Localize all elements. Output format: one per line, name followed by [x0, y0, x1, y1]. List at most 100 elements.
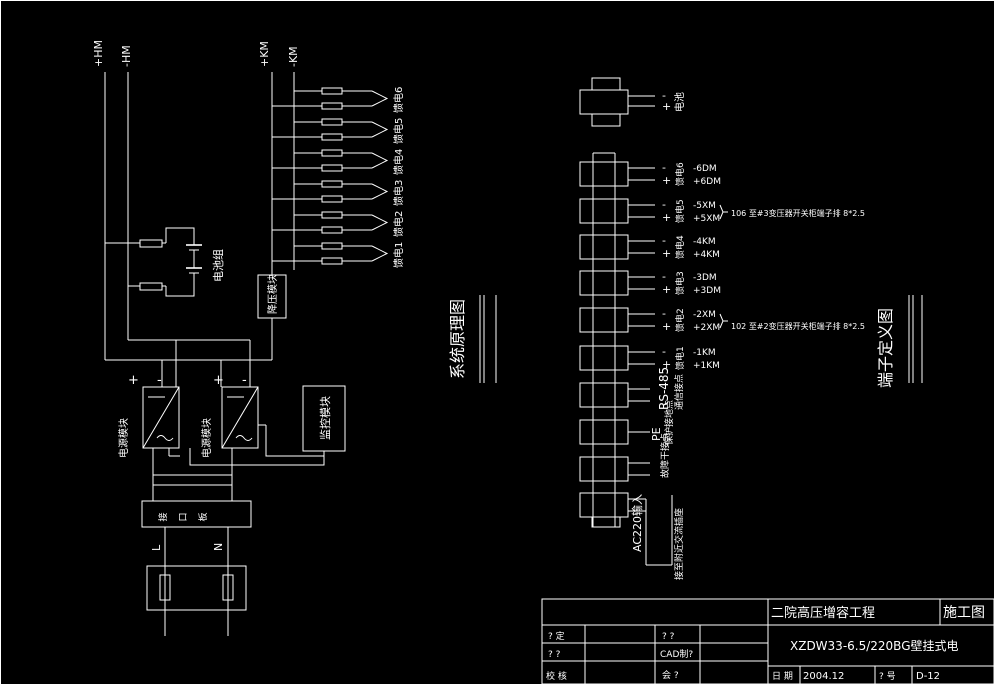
- terminal-group-3: - + 馈电4 -4KM +4KM: [579, 234, 720, 260]
- terminal-group-5-plus: +: [662, 320, 671, 333]
- svg-text:+: +: [128, 373, 139, 388]
- terminal-group-1-name: 馈电6: [674, 162, 686, 186]
- terminal-group-4-minus: -: [662, 270, 666, 283]
- interface-board-box: [141, 500, 252, 528]
- terminal-group-6-code-minus: -1KM: [693, 348, 716, 358]
- terminal-group-5-name: 馈电2: [674, 308, 686, 332]
- terminal-title-block: 端子定义图: [876, 295, 923, 388]
- ac-input-desc: 接至附近交流插座: [673, 508, 685, 580]
- terminal-group-5-minus: -: [662, 307, 666, 320]
- rs485-desc: 通信接点: [673, 374, 685, 410]
- terminal-group-4-name: 馈电3: [674, 271, 686, 295]
- title-block-date-value: 2004.12: [803, 671, 844, 682]
- terminal-group-4-code-minus: -3DM: [693, 273, 717, 283]
- feeder-label-5: 馈电5: [392, 118, 405, 144]
- battery-terminal-plus: +: [662, 100, 671, 113]
- pe-label: PE: [650, 427, 663, 441]
- power-module-1: [142, 386, 180, 449]
- bus-label-pos-hm: +HM: [92, 40, 105, 67]
- terminal-group-2-note: 106 至#3变压器开关柜端子排 8*2.5: [731, 208, 865, 218]
- terminal-group-4-plus: +: [662, 283, 671, 296]
- title-block-project: 二院高压增容工程: [771, 605, 875, 621]
- terminal-group-3-code-minus: -4KM: [693, 237, 716, 247]
- schematic-title-block: 系统原理图: [448, 295, 497, 383]
- title-block-date-label: 日 期: [772, 671, 793, 682]
- bus-label-pos-km: +KM: [258, 41, 271, 67]
- title-block-stage: 施工图: [943, 605, 985, 621]
- battery-terminal-name: 电池: [673, 92, 686, 112]
- ac-plug-box: [146, 565, 247, 611]
- terminal-group-5-code-plus: +2XM: [693, 323, 720, 333]
- title-block-model: XZDW33-6.5/220BG壁挂式电: [790, 638, 959, 653]
- monitor-module-label: 监控模块: [318, 396, 332, 440]
- battery-group: [105, 227, 202, 297]
- terminal-group-1-code-plus: +6DM: [693, 177, 721, 187]
- terminal-group-1-minus: -: [662, 161, 666, 174]
- feeder-branch-3: [272, 180, 389, 203]
- terminal-ac-input: AC220输入 接至附近交流插座: [579, 492, 685, 580]
- rs485-label: RS-485: [657, 367, 671, 410]
- terminal-group-2-code-plus: +5XM: [693, 214, 720, 224]
- bus-label-neg-hm: -HM: [120, 45, 133, 67]
- title-block-row-1-label: ? 定: [548, 630, 565, 642]
- feeder-branch-4: [272, 149, 389, 172]
- bus-label-neg-km: -KM: [287, 46, 300, 67]
- terminal-group-2-plus: +: [662, 211, 671, 224]
- interface-board-char-2: 口: [179, 512, 189, 521]
- terminal-group-1-plus: +: [662, 174, 671, 187]
- power-module-2-label: 电源模块: [200, 418, 213, 458]
- regulator-module-label: 降压模块: [266, 274, 279, 314]
- terminal-definition: - + 电池 - + 馈电6 -6DM +6DM - + 馈电5 -5XM +5…: [579, 77, 865, 580]
- feeder-branch-2: [272, 211, 389, 234]
- interface-board-char-3: 板: [197, 512, 209, 521]
- schematic-title: 系统原理图: [448, 299, 467, 379]
- terminal-group-3-name: 馈电4: [674, 235, 686, 259]
- ac-label-l: L: [150, 544, 163, 551]
- terminal-group-5-code-minus: -2XM: [693, 310, 716, 320]
- drawing-title-block: 二院高压增容工程 施工图 XZDW33-6.5/220BG壁挂式电 ? 定 ? …: [541, 598, 995, 685]
- terminal-fault: 故障干接点: [579, 433, 671, 482]
- terminal-group-2: - + 馈电5 -5XM +5XM 106 至#3变压器开关柜端子排 8*2.5: [579, 198, 865, 224]
- title-block-number-label: ? 号: [879, 671, 896, 682]
- terminal-group-4-code-plus: +3DM: [693, 286, 721, 296]
- battery-group-label: 电池组: [211, 249, 225, 282]
- svg-text:-: -: [157, 373, 162, 388]
- power-module-2: [221, 386, 259, 449]
- terminal-group-6-plus: +: [662, 358, 671, 371]
- terminal-group-4: - + 馈电3 -3DM +3DM: [579, 270, 721, 296]
- feeder-branch-5: [272, 118, 389, 141]
- terminal-group-3-code-plus: +4KM: [693, 250, 720, 260]
- terminal-group-6-code-plus: +1KM: [693, 361, 720, 371]
- fault-desc: 故障干接点: [659, 433, 671, 478]
- ac-input-label: AC220输入: [630, 494, 644, 552]
- terminal-group-1: - + 馈电6 -6DM +6DM: [579, 161, 721, 187]
- title-block-row-3-label-2: 会 ?: [662, 669, 679, 681]
- title-block-number-value: D-12: [916, 671, 940, 682]
- title-block-row-3-label: 校 核: [546, 670, 567, 682]
- terminal-group-6: - + 馈电1 -1KM +1KM: [579, 345, 720, 371]
- feeder-branches: [272, 87, 389, 265]
- title-block-row-2-label: ? ?: [548, 650, 561, 660]
- system-schematic: +HM -HM +KM -KM: [92, 40, 405, 636]
- terminal-group-6-name: 馈电1: [674, 346, 686, 370]
- power-module-1-label: 电源模块: [117, 418, 130, 458]
- feeder-label-4: 馈电4: [392, 149, 405, 175]
- feeder-label-3: 馈电3: [392, 180, 405, 206]
- terminal-rs485: RS-485 通信接点: [579, 367, 685, 410]
- battery-terminal-minus: -: [662, 89, 666, 102]
- feeder-label-6: 馈电6: [392, 87, 405, 113]
- feeder-branch-6: [272, 87, 389, 110]
- title-block-row-2-label-2: CAD制?: [660, 648, 693, 660]
- terminal-group-5-note: 102 至#2变压器开关柜端子排 8*2.5: [731, 321, 865, 331]
- terminal-group-2-minus: -: [662, 198, 666, 211]
- terminal-title: 端子定义图: [876, 308, 895, 388]
- terminal-group-3-plus: +: [662, 247, 671, 260]
- terminal-group-2-code-minus: -5XM: [693, 201, 716, 211]
- feeder-label-1: 馈电1: [392, 242, 405, 268]
- terminal-group-1-code-minus: -6DM: [693, 164, 717, 174]
- interface-board-char-1: 接: [157, 512, 169, 521]
- pe-desc: 保护接地点: [663, 400, 675, 445]
- svg-text:-: -: [242, 373, 247, 388]
